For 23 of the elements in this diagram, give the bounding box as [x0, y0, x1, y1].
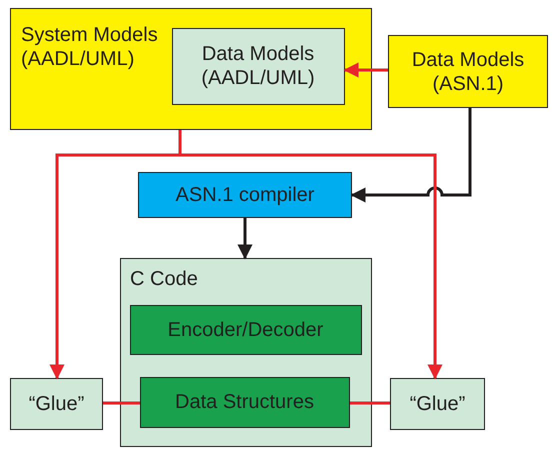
code-module-box: [140, 376, 350, 428]
node-label: Data Structures: [174, 390, 315, 414]
node-label: Data Models (ASN.1): [410, 48, 526, 96]
connector-line: [103, 402, 140, 404]
node-label: ASN.1 compiler: [174, 183, 316, 207]
code-module-box: [130, 304, 362, 354]
node-label: System Models (AADL/UML): [21, 23, 159, 71]
model-box: [388, 35, 548, 108]
node-label: “Glue”: [408, 392, 466, 416]
node-label: Encoder/Decoder: [166, 318, 324, 342]
data-model-box: [172, 28, 344, 104]
node-label: “Glue”: [28, 392, 86, 416]
connector-line: [350, 402, 390, 404]
arrow: [238, 218, 252, 260]
glue-box: [10, 378, 103, 430]
compiler-box: [138, 172, 352, 218]
arrow: [350, 108, 472, 202]
node-label: C Code: [130, 267, 199, 291]
code-container: [120, 258, 372, 447]
arrow: [344, 62, 388, 78]
node-label: Data Models (AADL/UML): [200, 42, 316, 90]
glue-box: [390, 378, 485, 430]
model-box: [10, 8, 372, 130]
